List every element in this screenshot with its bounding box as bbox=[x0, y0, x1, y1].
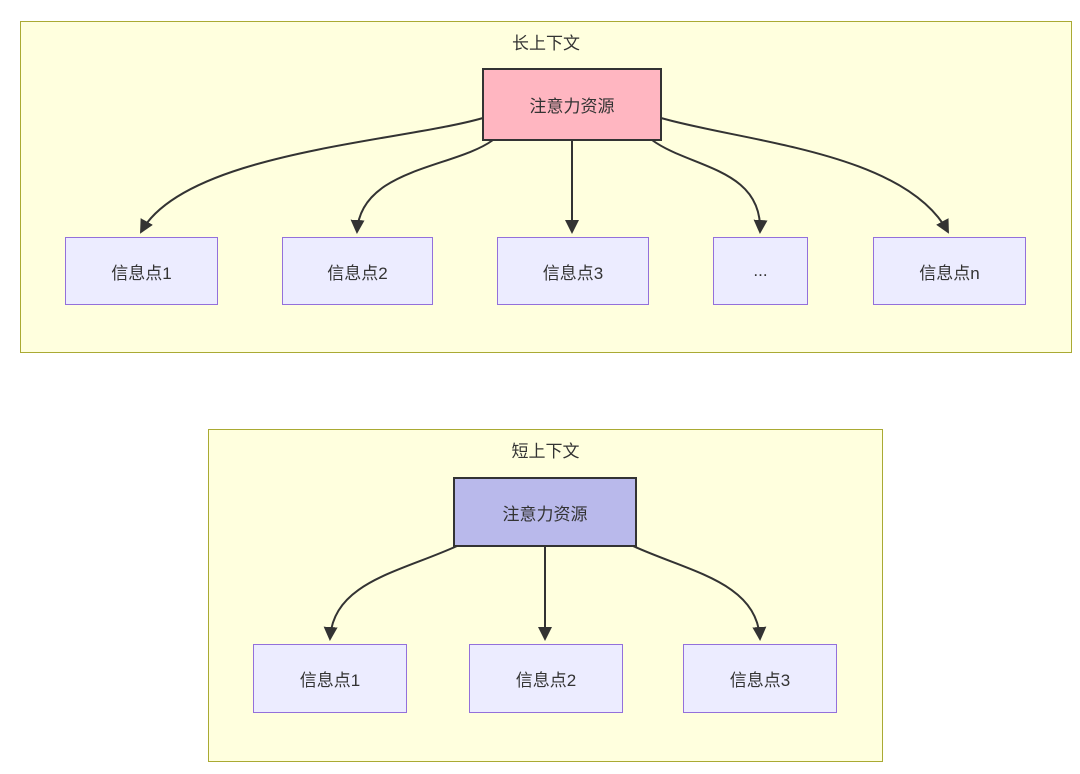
info-point-node-long-ellipsis: ... bbox=[713, 237, 808, 305]
info-point-node-long-n: 信息点n bbox=[873, 237, 1026, 305]
info-point-node-long-3: 信息点3 bbox=[497, 237, 649, 305]
cluster-long-context-title: 长上下文 bbox=[512, 34, 580, 53]
cluster-short-context-title: 短上下文 bbox=[511, 442, 580, 461]
info-point-node-long-2: 信息点2 bbox=[282, 237, 433, 305]
attention-resource-node-short: 注意力资源 bbox=[453, 477, 637, 547]
attention-resource-node-long: 注意力资源 bbox=[482, 68, 662, 141]
info-point-node-long-1: 信息点1 bbox=[65, 237, 218, 305]
info-point-node-short-2: 信息点2 bbox=[469, 644, 623, 713]
info-point-node-short-1: 信息点1 bbox=[253, 644, 407, 713]
info-point-node-short-3: 信息点3 bbox=[683, 644, 837, 713]
